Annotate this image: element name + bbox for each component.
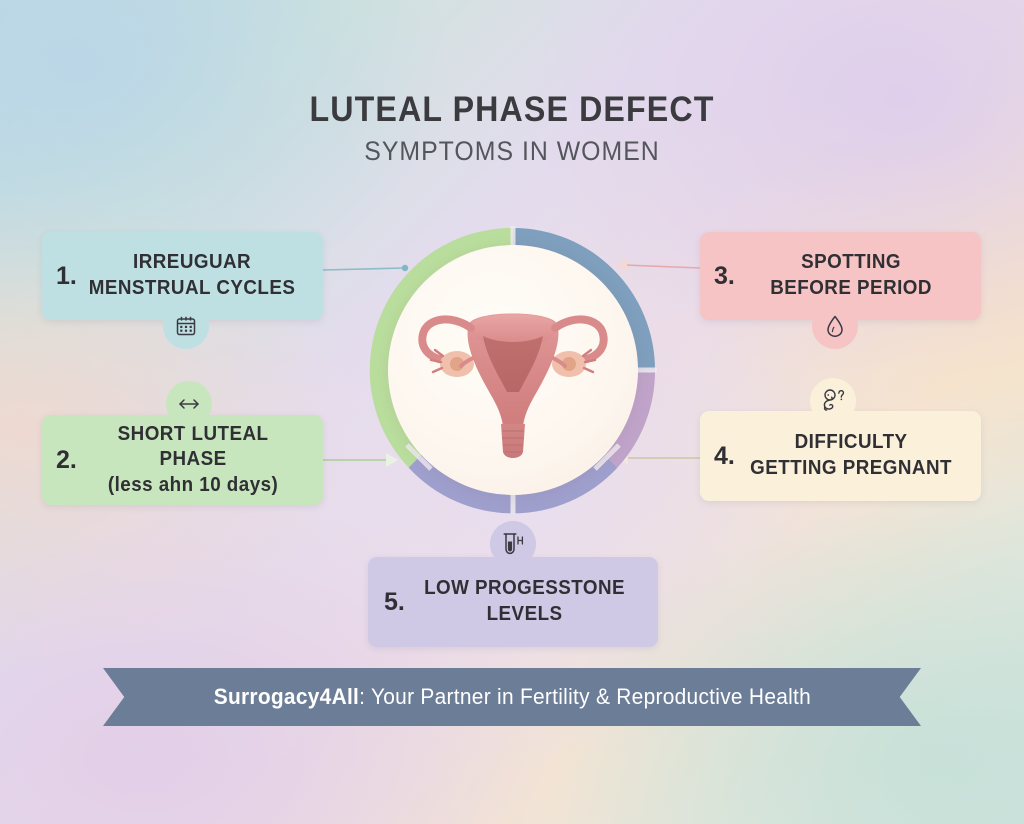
symptom-card-2[interactable]: 2. SHORT LUTEAL PHASE (less ahn 10 days) — [42, 415, 323, 505]
baby-question-icon — [823, 389, 845, 411]
page-title: LUTEAL PHASE DEFECT — [309, 90, 715, 129]
symptom-line2-4: GETTING PREGNANT — [750, 457, 952, 479]
test-tube-icon-tab — [490, 521, 536, 567]
cervix-ridges — [502, 430, 524, 453]
symptom-card-5[interactable]: 5. LOW PROGESSTONE LEVELS — [368, 557, 658, 647]
symptom-line1-4: DIFFICULTY — [794, 431, 908, 454]
fimbriae-left — [429, 348, 445, 374]
symptom-line1-3: SPOTTING — [800, 251, 901, 274]
calendar-icon-tab — [163, 303, 209, 349]
brand-name: Surrogacy4All — [213, 684, 359, 709]
symptom-line2-5: LEVELS — [486, 603, 563, 625]
ring-segment-periwinkle — [408, 446, 618, 514]
symptom-line2-1: MENSTRUAL CYCLES — [88, 277, 296, 299]
symptom-line1-1: IRREUGUAR — [132, 251, 251, 274]
symptom-label-1: IRREUGUAR MENSTRUAL CYCLES — [84, 250, 300, 301]
title-block: LUTEAL PHASE DEFECT SYMPTOMS IN WOMEN — [0, 90, 1024, 167]
ligament-left — [459, 356, 475, 368]
cervix — [501, 424, 525, 458]
ligament-right — [551, 356, 567, 368]
ring-gap-bottom — [510, 480, 516, 514]
uterus-anatomy-illustration — [418, 313, 608, 458]
footer-text: Surrogacy4All: Your Partner in Fertility… — [213, 684, 810, 710]
symptom-label-3: SPOTTING BEFORE PERIOD — [742, 250, 960, 301]
symptom-label-2: SHORT LUTEAL PHASE (less ahn 10 days) — [84, 422, 302, 499]
baby-question-icon-tab — [810, 378, 856, 424]
symptom-number-5: 5. — [384, 587, 405, 616]
blood-drop-icon — [827, 315, 843, 337]
blood-drop-icon-tab — [812, 303, 858, 349]
symptom-number-4: 4. — [714, 441, 735, 470]
double-arrow-icon — [179, 399, 199, 409]
ring-gap-lower-left — [405, 443, 433, 471]
symptom-line2-3: BEFORE PERIOD — [770, 277, 932, 299]
symptom-card-4[interactable]: 4. DIFFICULTY GETTING PREGNANT — [700, 411, 981, 501]
symptom-number-2: 2. — [56, 445, 77, 474]
page-subtitle: SYMPTOMS IN WOMEN — [364, 135, 660, 166]
footer-ribbon: Surrogacy4All: Your Partner in Fertility… — [103, 668, 921, 726]
symptom-line1-2: SHORT LUTEAL PHASE — [117, 422, 269, 471]
symptom-label-4: DIFFICULTY GETTING PREGNANT — [742, 430, 960, 481]
test-tube-icon — [503, 533, 524, 555]
symptom-line1-5: LOW PROGESSTONE — [423, 577, 625, 600]
symptom-number-1: 1. — [56, 261, 77, 290]
fimbriae-right — [581, 348, 597, 374]
uterus-fundus — [470, 314, 556, 345]
ring-gap-right — [623, 367, 657, 373]
center-graphic — [355, 212, 671, 528]
endometrial-cavity — [483, 336, 543, 392]
ring-gap-top — [510, 226, 516, 260]
symptom-number-3: 3. — [714, 261, 735, 290]
brand-tagline: : Your Partner in Fertility & Reproducti… — [358, 684, 811, 709]
symptom-line2-2: (less ahn 10 days) — [107, 473, 279, 496]
calendar-icon — [176, 316, 196, 336]
ring-gap-lower-right — [593, 443, 621, 471]
fallopian-tube-left — [418, 315, 475, 364]
double-arrow-icon-tab — [166, 381, 212, 427]
symptom-label-5: LOW PROGESSTONE LEVELS — [412, 576, 637, 627]
fallopian-tube-right — [551, 315, 608, 364]
